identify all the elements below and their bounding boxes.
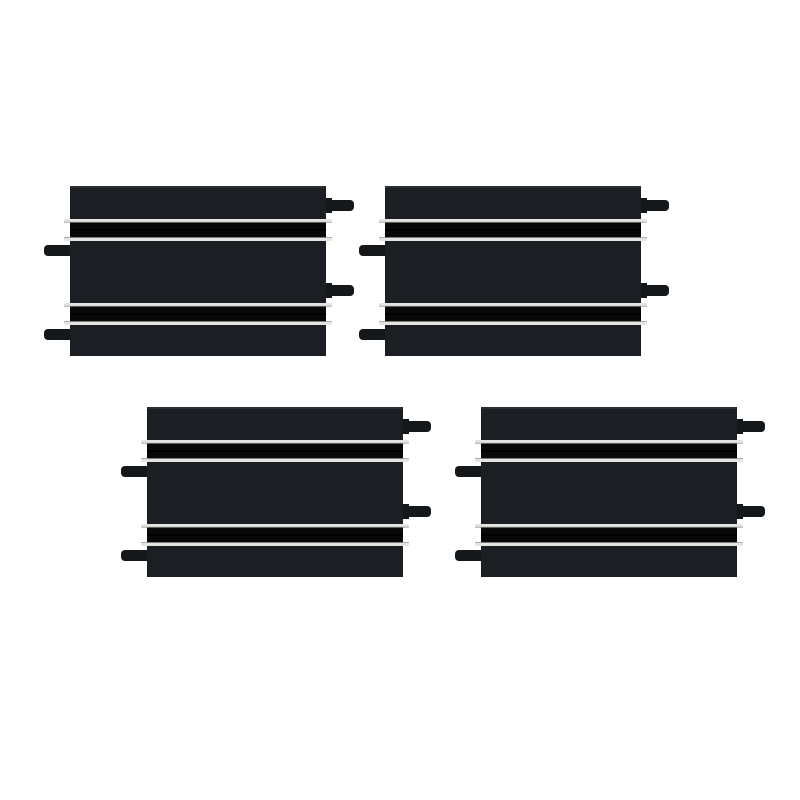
lane-slot-lower — [475, 524, 743, 546]
connector-tab-right-top — [403, 419, 431, 434]
lane-slot-lower — [379, 303, 647, 325]
track-piece-2 — [355, 183, 675, 359]
track-piece-4 — [451, 404, 771, 580]
track-body — [385, 186, 641, 356]
lane-slot-upper — [379, 219, 647, 241]
track-piece-drawing — [121, 407, 431, 577]
lane-slot-lower — [64, 303, 332, 325]
track-piece-drawing — [359, 186, 669, 356]
connector-tab-right-top — [641, 198, 669, 213]
connector-tab-right-top — [737, 419, 765, 434]
track-piece-drawing — [455, 407, 765, 577]
track-body — [481, 407, 737, 577]
lane-slot-upper — [64, 219, 332, 241]
lane-slot-upper — [475, 440, 743, 462]
lane-slot-lower — [141, 524, 409, 546]
track-piece-3 — [117, 404, 437, 580]
connector-tab-right-bottom — [641, 283, 669, 298]
track-body — [70, 186, 326, 356]
track-piece-1 — [40, 183, 360, 359]
connector-tab-right-bottom — [403, 504, 431, 519]
track-body — [147, 407, 403, 577]
connector-tab-right-bottom — [326, 283, 354, 298]
connector-tab-right-bottom — [737, 504, 765, 519]
connector-tab-right-top — [326, 198, 354, 213]
track-piece-drawing — [44, 186, 354, 356]
lane-slot-upper — [141, 440, 409, 462]
